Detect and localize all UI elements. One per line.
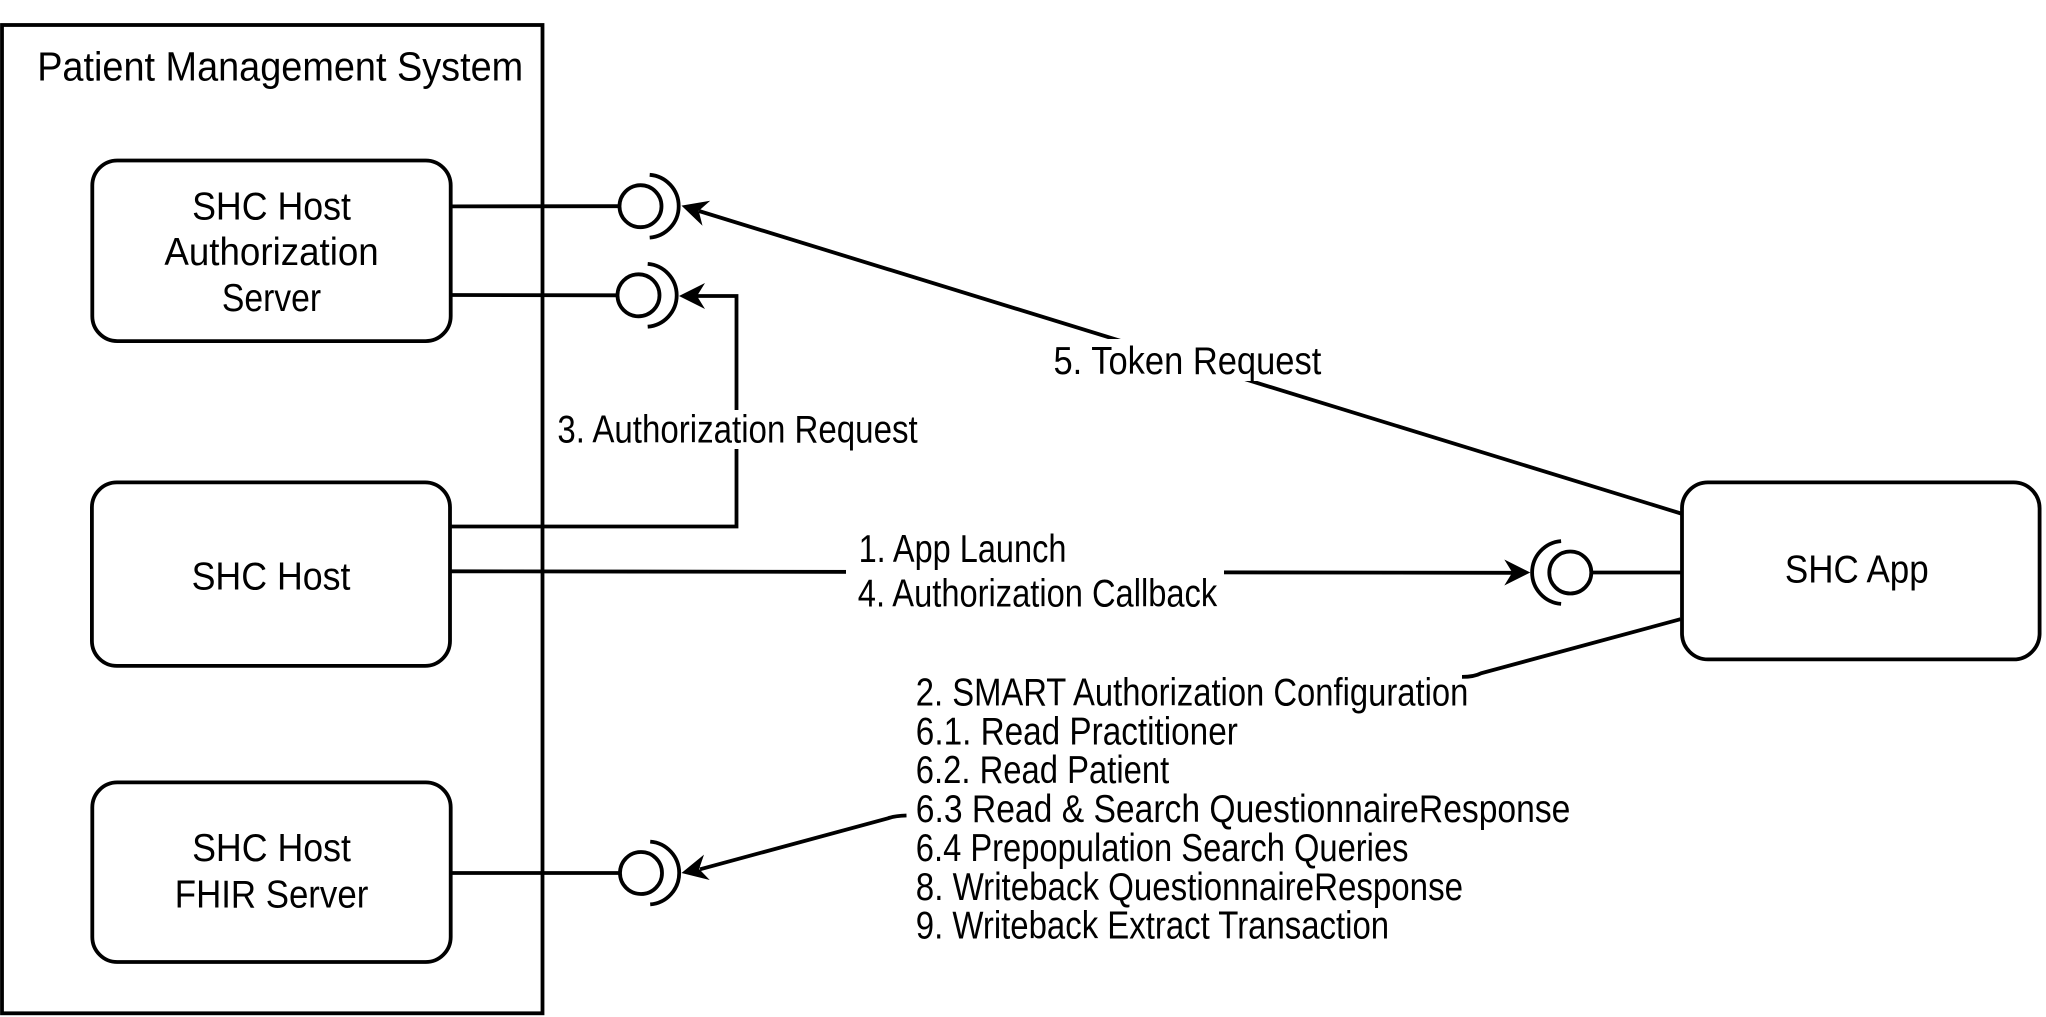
svg-text:3. Authorization Request: 3. Authorization Request: [557, 409, 917, 452]
svg-text:4. Authorization Callback: 4. Authorization Callback: [858, 573, 1218, 616]
svg-text:6.3 Read & Search Questionnair: 6.3 Read & Search QuestionnaireResponse: [916, 788, 1571, 831]
svg-text:SHC Host: SHC Host: [192, 186, 351, 229]
svg-text:6.4 Prepopulation Search Queri: 6.4 Prepopulation Search Queries: [916, 827, 1409, 870]
svg-text:SHC Host: SHC Host: [192, 827, 351, 870]
svg-text:5. Token Request: 5. Token Request: [1054, 340, 1322, 383]
svg-text:Server: Server: [222, 277, 321, 320]
svg-text:FHIR Server: FHIR Server: [175, 874, 368, 917]
svg-text:1. App Launch: 1. App Launch: [859, 528, 1067, 571]
svg-text:9. Writeback Extract Transacti: 9. Writeback Extract Transaction: [916, 905, 1389, 948]
svg-text:SHC App: SHC App: [1785, 548, 1929, 591]
svg-text:6.2. Read Patient: 6.2. Read Patient: [916, 749, 1170, 792]
svg-text:Patient Management System: Patient Management System: [37, 44, 523, 90]
svg-text:2. SMART Authorization Configu: 2. SMART Authorization Configuration: [916, 671, 1469, 714]
svg-text:SHC Host: SHC Host: [192, 556, 351, 599]
svg-text:8. Writeback QuestionnaireResp: 8. Writeback QuestionnaireResponse: [916, 866, 1463, 909]
svg-text:Authorization: Authorization: [164, 231, 378, 274]
svg-text:6.1. Read Practitioner: 6.1. Read Practitioner: [916, 710, 1238, 753]
